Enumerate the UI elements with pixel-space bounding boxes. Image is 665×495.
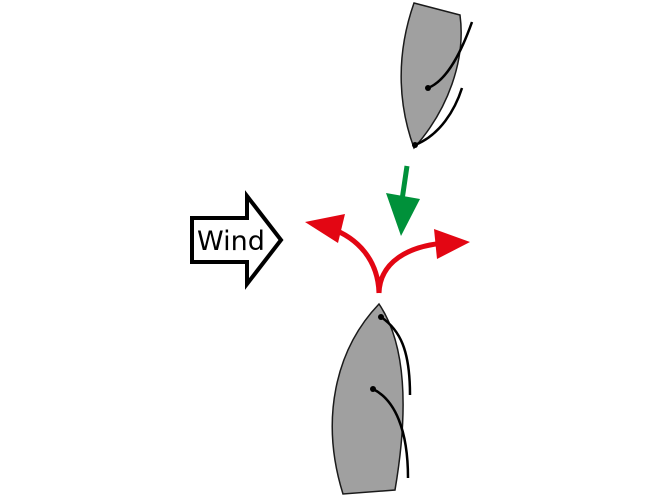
upper-boat-mainsail — [427, 21, 474, 90]
bear-away-arrow-head — [305, 214, 345, 243]
approach-arrow-head — [386, 193, 420, 236]
approach-arrow-shaft — [399, 165, 410, 201]
head-up-arrow-head — [434, 229, 470, 259]
lower-boat-forestay — [378, 314, 384, 320]
upper-boat-forestay — [412, 142, 418, 148]
upper-boat-mast — [425, 85, 431, 91]
upper-boat-hull — [400, 2, 462, 150]
approach-arrow — [386, 165, 420, 236]
wind-arrow-icon: Wind — [190, 190, 284, 290]
lower-boat-mast — [370, 386, 376, 392]
give-way-arrows — [305, 214, 470, 294]
lower-boat-jib — [380, 315, 412, 396]
head-up-arrow-shaft — [376, 240, 446, 294]
lower-boat-hull — [331, 302, 404, 495]
upper-boat — [400, 2, 474, 150]
lower-boat-mainsail — [372, 387, 410, 479]
lower-boat — [331, 302, 412, 495]
wind-arrow-outline — [190, 190, 284, 290]
wind-label: Wind — [197, 226, 265, 257]
upper-boat-jib — [414, 87, 464, 147]
